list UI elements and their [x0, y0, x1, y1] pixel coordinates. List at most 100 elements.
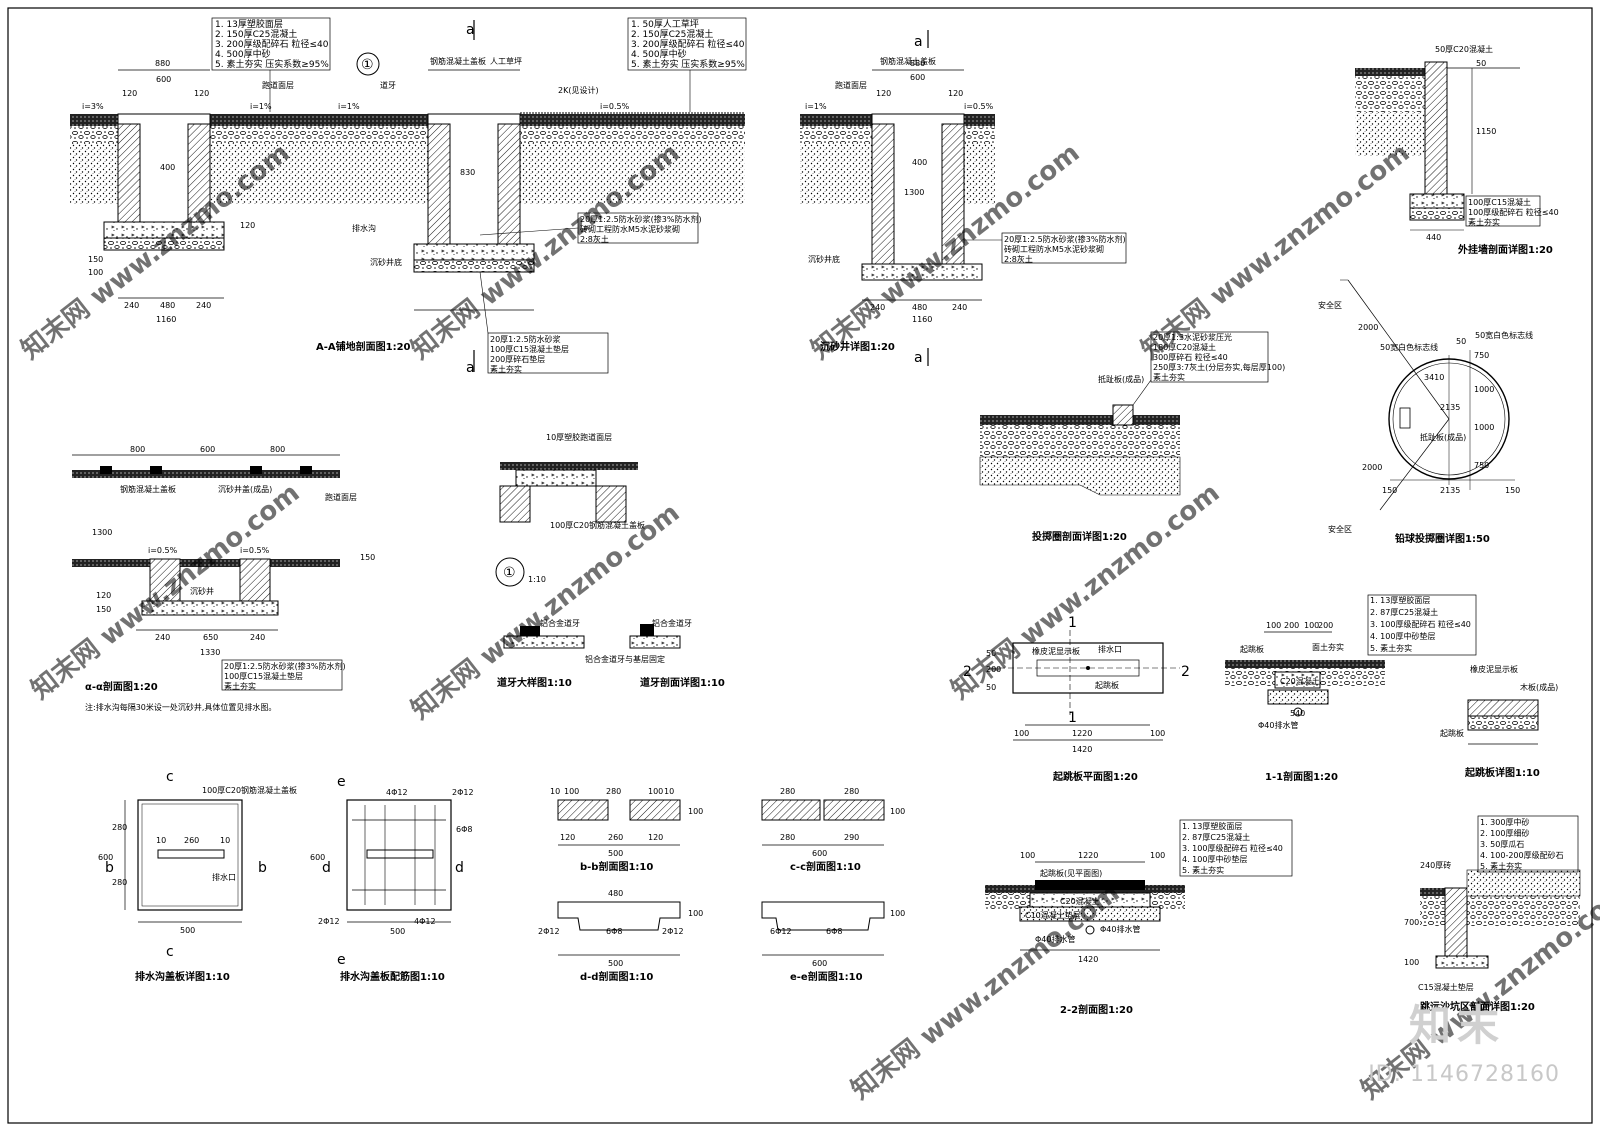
- note-cover-top: 100厚C20钢筋混凝土盖板: [202, 785, 297, 795]
- ann-aa-track: 跑道面层: [262, 80, 294, 90]
- dim: 500: [390, 927, 405, 936]
- dim: 100: [890, 909, 905, 918]
- cover-drawing: [124, 799, 243, 923]
- dim: 800: [270, 445, 285, 454]
- ann-sump-cover: 钢筋混凝土盖板: [880, 56, 936, 66]
- ann-shot-board-2: 抵趾板(成品): [1420, 432, 1466, 442]
- dim: 100: [688, 909, 703, 918]
- ann-alpha-d: 跑道面层: [325, 492, 357, 502]
- section-d-right: d: [455, 860, 464, 876]
- note-longjump-pad: C15混凝土垫层: [1418, 982, 1474, 992]
- curb-drawing: [495, 462, 681, 649]
- dim: 50: [1476, 59, 1486, 68]
- dim: 150: [96, 605, 111, 614]
- dim: 100: [688, 807, 703, 816]
- dim: 280: [112, 878, 127, 887]
- dim: 2000: [1358, 323, 1378, 332]
- dim: 1330: [200, 648, 220, 657]
- cc-drawing: [761, 799, 885, 846]
- dims-s22: 1220 1420 100 100 Φ40排水管: [1020, 851, 1165, 964]
- dims-cover: 500 280 280 600 10 10 260: [98, 823, 230, 935]
- ann-tj-mark: 橡皮泥显示板: [1470, 664, 1518, 674]
- ann-curb-alloy: 铝合金道牙: [540, 618, 580, 628]
- note-ext-top: 50厚C20混凝土: [1435, 44, 1493, 54]
- dim: 120: [194, 89, 209, 98]
- note-line: 100厚C15混凝土垫层: [490, 344, 569, 354]
- svg-text:知末网 www.znzmo.com: 知末网 www.znzmo.com: [846, 878, 1126, 1106]
- note-line: 4. 100-200厚级配砂石: [1480, 850, 1564, 860]
- title-takeoff-detail: 起跳板详图1:10: [1464, 766, 1540, 779]
- note-line: 素土夯实: [224, 681, 256, 691]
- dim: 600: [310, 853, 325, 862]
- note-line: 100厚C15混凝土: [1468, 197, 1531, 207]
- dim: 240: [155, 633, 170, 642]
- title-s11: 1-1剖面图1:20: [1265, 770, 1338, 783]
- sump-drawing: [800, 30, 1127, 366]
- dim: 200: [1318, 621, 1333, 630]
- note-line: 5. 素土夯实: [1480, 861, 1522, 871]
- dim: 280: [780, 787, 795, 796]
- ann-sump-bottom: 沉砂井底: [808, 254, 840, 264]
- dim: 120: [648, 833, 663, 842]
- dim: 50: [986, 649, 996, 658]
- dim: 120: [96, 591, 111, 600]
- dims-alpha: 800 600 800 1300 240 650 240 1330 150 12…: [92, 445, 375, 657]
- note-line: 1. 300厚中砂: [1480, 817, 1529, 827]
- dim: 4Φ12: [386, 788, 408, 797]
- section-2-right: 2: [1181, 664, 1190, 680]
- dim: 10: [220, 836, 230, 845]
- ann-aa-cover: 钢筋混凝土盖板: [430, 56, 486, 66]
- dim: 1150: [1476, 127, 1496, 136]
- dims-takeoff: 1220 1420 100 100 200 50 50: [986, 649, 1165, 754]
- ann-tj-board: 起跳板: [1440, 728, 1464, 738]
- dim: 100: [88, 268, 103, 277]
- notes-ext-wall: 50厚C20混凝土 100厚C15混凝土 100厚级配碎石 粒径≤40 素土夯实: [1435, 44, 1559, 227]
- aa-section-drawing: [70, 17, 747, 374]
- ee-drawing: [761, 901, 885, 956]
- slope: i=1%: [338, 102, 360, 111]
- ann-s11-concrete: C20混凝土: [1280, 676, 1320, 686]
- svg-text:知末网 www.znzmo.com: 知末网 www.znzmo.com: [406, 498, 686, 726]
- note-line: 5. 素土夯实: [1182, 865, 1224, 875]
- notes-alpha: 20厚1:2.5防水砂浆(掺3%防水剂) 100厚C15混凝土垫层 素土夯实 注…: [85, 661, 346, 712]
- dim: 100: [1304, 621, 1319, 630]
- takeoff-plan-drawing: [990, 630, 1180, 741]
- dim: 120: [240, 221, 255, 230]
- ann-alpha-a: 钢筋混凝土盖板: [120, 484, 176, 494]
- note-line: 5. 素土夯实 压实系数≥95%: [215, 58, 329, 70]
- notes-s11: 1. 13厚塑胶面层 2. 87厚C25混凝土 3. 100厚级配碎石 粒径≤4…: [1370, 595, 1471, 653]
- dim: 280: [606, 787, 621, 796]
- note-line: 4. 500厚中砂: [631, 48, 687, 60]
- longjump-drawing: [1420, 815, 1581, 969]
- ann-sump-top: 跑道面层: [835, 80, 867, 90]
- title-ee: e-e剖面图1:10: [790, 970, 863, 983]
- title-s22: 2-2剖面图1:20: [1060, 1003, 1133, 1016]
- dim: 240: [196, 301, 211, 310]
- dim: 100: [1150, 851, 1165, 860]
- notes-misc: 100厚C20钢筋混凝土盖板 10厚塑胶跑道面层 100厚C20钢筋混凝土盖板: [202, 432, 645, 795]
- section-c-top: c: [166, 769, 174, 785]
- dim: 150: [1505, 486, 1520, 495]
- ann-shot-safe-2: 安全区: [1328, 524, 1352, 534]
- dim: 2Φ12: [538, 927, 560, 936]
- dim: 2Φ12: [452, 788, 474, 797]
- watermark-id: ID: 1146728160: [1368, 1062, 1560, 1087]
- slope: i=3%: [82, 102, 104, 111]
- notes-aa-mid: 20厚1:2.5防水砂浆(掺3%防水剂) 砖砌工程防水M5水泥砂浆砌 2:8灰土: [580, 214, 702, 244]
- title-curb-sec: 道牙剖面详图1:10: [640, 676, 725, 689]
- dim: 120: [948, 89, 963, 98]
- dim: 4Φ12: [414, 917, 436, 926]
- title-shot-section: 投掷圈剖面详图1:20: [1032, 530, 1127, 543]
- dim: 1420: [1072, 745, 1092, 754]
- note-line: 1. 13厚塑胶面层: [1182, 821, 1242, 831]
- dim: 830: [460, 168, 475, 177]
- dim: 2000: [1362, 463, 1382, 472]
- rebar-drawing: [346, 799, 452, 923]
- dim: 3410: [1424, 373, 1444, 382]
- slope: i=0.5%: [964, 102, 994, 111]
- dim: 6Φ8: [606, 927, 622, 936]
- section-b-left: b: [105, 860, 114, 876]
- dim: 480: [608, 889, 623, 898]
- dim: 750: [1474, 461, 1489, 470]
- detail-marker: ①: [361, 57, 374, 73]
